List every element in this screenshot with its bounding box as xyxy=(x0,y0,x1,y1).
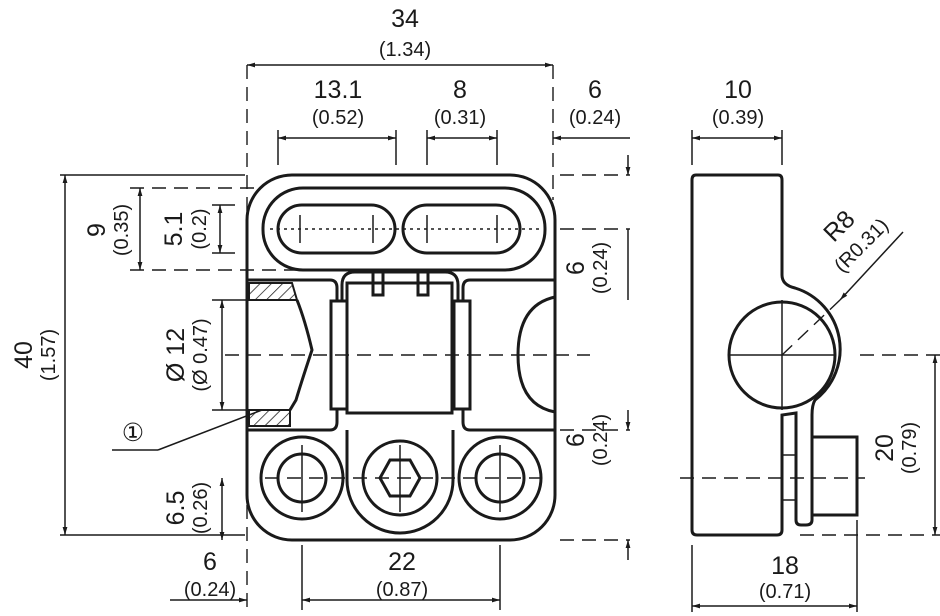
dim-bore-inch: (Ø 0.47) xyxy=(190,318,212,391)
dim-right-vertical-top: 6 xyxy=(562,261,590,275)
dim-side-depth: 10 xyxy=(724,76,752,104)
dim-side-height: 20 xyxy=(871,434,899,462)
dimension-lines xyxy=(62,62,938,609)
callout-marker: ① xyxy=(122,419,144,447)
dim-boss-height-inch: (0.26) xyxy=(190,482,212,534)
dim-slot-band: 9 xyxy=(83,223,111,237)
dim-right-vertical-bottom: 6 xyxy=(562,433,590,447)
dim-overall-height-inch: (1.57) xyxy=(38,329,60,381)
dim-left-offset-inch: (0.24) xyxy=(184,579,236,601)
front-view xyxy=(225,173,590,542)
extension-lines xyxy=(60,65,940,612)
dim-left-offset: 6 xyxy=(203,548,217,576)
dim-slot-band-inch: (0.35) xyxy=(111,204,133,256)
dim-bore: Ø 12 xyxy=(162,328,190,382)
dim-overall-width: 34 xyxy=(391,5,419,33)
dim-right-vertical-top-inch: (0.24) xyxy=(590,242,612,294)
dim-boss-spacing-inch: (0.87) xyxy=(376,579,428,601)
dim-overall-height: 40 xyxy=(10,341,38,369)
dim-boss-spacing: 22 xyxy=(388,548,416,576)
dim-side-depth-inch: (0.39) xyxy=(712,107,764,129)
dim-right-vertical-bottom-inch: (0.24) xyxy=(590,414,612,466)
dim-side-height-inch: (0.79) xyxy=(899,422,921,474)
dim-slot-length: 13.1 xyxy=(314,76,363,104)
dim-slot-gap-inch: (0.31) xyxy=(434,107,486,129)
dim-slot-length-inch: (0.52) xyxy=(312,107,364,129)
dim-side-width-inch: (0.71) xyxy=(759,581,811,603)
dim-right-offset-inch: (0.24) xyxy=(569,107,621,129)
dim-slot-width-inch: (0.2) xyxy=(189,208,211,249)
dim-slot-width: 5.1 xyxy=(160,212,188,247)
dim-slot-gap: 8 xyxy=(453,76,467,104)
dim-overall-width-inch: (1.34) xyxy=(379,39,431,61)
dim-boss-height: 6.5 xyxy=(162,491,190,526)
dimension-labels: 34 (1.34) 13.1 (0.52) 8 (0.31) 6 (0.24) … xyxy=(10,5,921,603)
dim-side-width: 18 xyxy=(771,552,799,580)
side-view xyxy=(680,173,904,537)
dim-right-offset: 6 xyxy=(588,76,602,104)
